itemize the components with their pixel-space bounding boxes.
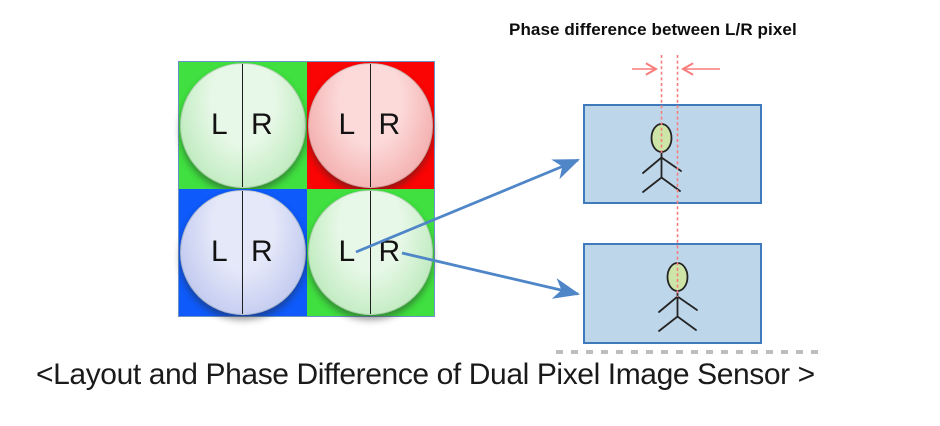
pixel-cell-green-top-left: L R: [179, 62, 307, 189]
lens-split-line: [369, 64, 371, 187]
figure-caption: <Layout and Phase Difference of Dual Pix…: [36, 358, 815, 391]
pixel-cell-green-bottom-right: L R: [306, 189, 434, 316]
lens-split-line: [242, 64, 244, 187]
phase-difference-title: Phase difference between L/R pixel: [509, 20, 797, 39]
cropped-text-remnant: [556, 350, 818, 354]
lens-split-line: [369, 191, 371, 314]
microlens: L R: [307, 63, 433, 188]
sensor-pixel-grid: L R L R L R L R: [178, 61, 435, 317]
left-subpixel-label: L: [338, 107, 356, 141]
microlens: L R: [180, 190, 306, 315]
right-subpixel-label: R: [378, 234, 401, 268]
microlens: L R: [307, 190, 433, 315]
right-subpixel-label: R: [378, 107, 401, 141]
left-subpixel-label: L: [211, 234, 228, 268]
pixel-cell-red-top-right: L R: [306, 62, 434, 189]
right-subpixel-label: R: [251, 107, 273, 141]
right-subpixel-label: R: [251, 234, 273, 268]
right-pixel-image-frame: [583, 243, 762, 344]
pixel-cell-blue-bottom-left: L R: [179, 189, 307, 316]
left-subpixel-label: L: [211, 107, 228, 141]
microlens: L R: [180, 63, 306, 188]
lens-split-line: [242, 191, 244, 314]
left-subpixel-label: L: [338, 234, 356, 268]
left-pixel-image-frame: [583, 104, 762, 204]
